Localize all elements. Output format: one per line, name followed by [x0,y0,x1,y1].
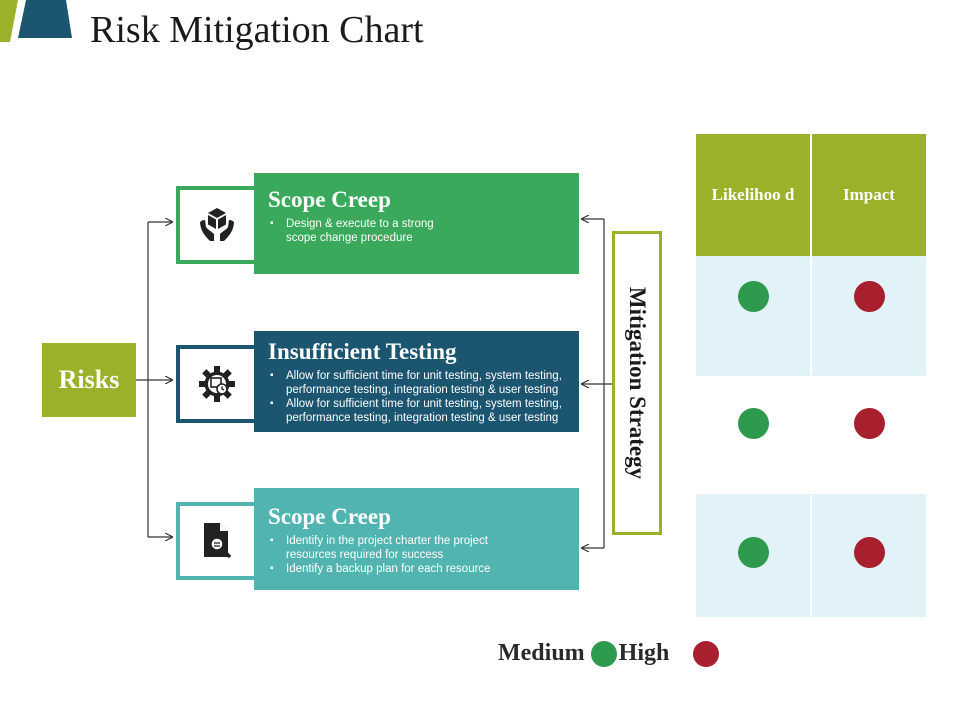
matrix-rows [696,256,926,617]
mitigation-strategy-box: Mitigation Strategy [612,231,662,535]
risks-label: Risks [58,365,120,394]
matrix-cell-impact [812,376,926,494]
risk-2-bullet-2: Allow for sufficient time for unit testi… [270,397,591,425]
corner-decoration [0,0,72,42]
risk-1-icon-box [176,186,254,264]
matrix-row [696,375,926,494]
mitigation-strategy-label: Mitigation Strategy [625,286,650,480]
rating-dot-medium [737,536,769,568]
document-search-icon [204,523,232,559]
header-likelihood: Likelihoo d [696,134,810,256]
matrix-cell-impact [812,257,926,375]
rating-dot-high [853,536,885,568]
header-likelihood-label: Likelihoo d [711,185,795,204]
risk-3-title: Scope Creep [268,504,391,529]
matrix-cell-likelihood [696,257,810,375]
matrix-cell-likelihood [696,376,810,494]
header-impact: Impact [812,134,926,256]
risk-3-card: Scope Creep Identify in the project char… [254,488,579,590]
legend: Medium High [498,640,720,667]
risk-1-card: Scope Creep Design & execute to a strong… [254,173,579,274]
risk-1-title: Scope Creep [268,187,391,212]
rating-dot-medium [737,280,769,312]
risk-3-bullet-1: Identify in the project charter the proj… [270,534,526,562]
header-impact-label: Impact [843,185,895,204]
risk-1-bullet-1: Design & execute to a strong scope chang… [270,217,456,245]
risks-root: Risks [42,343,136,417]
matrix-row [696,256,926,375]
risk-2-icon-box [176,345,254,423]
page-title: Risk Mitigation Chart [90,9,424,51]
risk-3-bullet-2: Identify a backup plan for each resource [270,562,526,576]
legend-medium-dot [590,640,617,667]
matrix-row [696,494,926,617]
risk-2-title: Insufficient Testing [268,339,457,364]
risk-2-card: Insufficient Testing Allow for sufficien… [254,331,579,432]
matrix-header: Likelihoo d Impact [696,134,926,256]
legend-high-dot [693,640,720,667]
matrix-cell-impact [812,495,926,617]
rating-dot-high [853,280,885,312]
rating-dot-medium [737,407,769,439]
likelihood-impact-matrix: Likelihoo d Impact [696,134,926,617]
risk-2-bullet-1: Allow for sufficient time for unit testi… [270,369,591,397]
rating-dot-high [853,407,885,439]
legend-medium-label: Medium [498,640,585,666]
legend-high-label: High [618,640,670,666]
hands-box-icon [200,208,234,241]
gear-clock-icon [199,366,235,402]
matrix-cell-likelihood [696,495,810,617]
risk-3-icon-box [176,502,254,580]
